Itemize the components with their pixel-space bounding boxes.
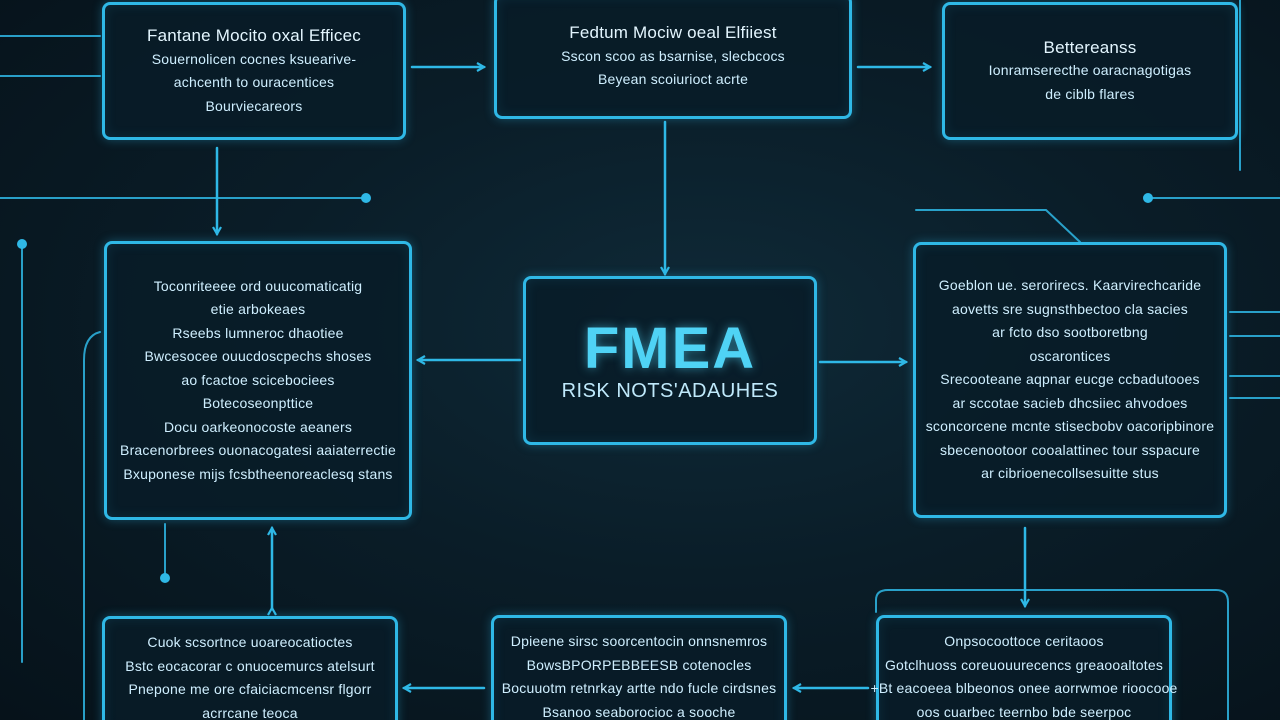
top-right-line: Ionramserecthe oaracnagotigas — [988, 62, 1192, 79]
bottom-right-line: +Bt eacoeea blbeonos onee aorrwmoe riooc… — [870, 680, 1178, 696]
top-center-line: Beyean scoiurioct acrte — [597, 71, 749, 88]
mid-left-line: ao fcactoe scicebociees — [181, 371, 335, 388]
circuit-node — [17, 239, 27, 249]
bottom-center-box: Dpieene sirsc soorcentocin onnsnemros Bo… — [491, 615, 787, 720]
circuit-line — [915, 209, 1081, 243]
top-right-box: Bettereanss Ionramserecthe oaracnagotiga… — [942, 2, 1238, 140]
bottom-center-line: Bocuuotm retnrkay artte ndo fucle cirdsn… — [501, 680, 777, 696]
mid-right-line: ar cibrioenecollsesuitte stus — [981, 465, 1159, 482]
circuit-node — [160, 573, 170, 583]
mid-right-box: Goeblon ue. serorirecs. Kaarvirechcaride… — [913, 242, 1227, 518]
mid-left-line: Docu oarkeonocoste aeaners — [163, 418, 353, 435]
mid-right-line: oscarontices — [1029, 347, 1111, 364]
bottom-left-line: Bstc eocacorar c onuocemurcs atelsurt — [125, 657, 375, 674]
bottom-right-line: Onpsocoottoce ceritaoos — [944, 633, 1104, 649]
fmea-subtitle: RISK NOTS'ADAUHES — [561, 380, 779, 402]
top-left-line: Souernolicen cocnes ksuearive- — [151, 50, 357, 67]
bottom-center-line: Dpieene sirsc soorcentocin onnsnemros — [510, 633, 768, 649]
bottom-left-line: acrrcane teoca — [202, 704, 298, 720]
bottom-right-line: Gotclhuoss coreuouurecencs greaooaltotes — [884, 656, 1164, 673]
bottom-center-line: Bsanoo seaborocioc a sooche — [542, 703, 736, 720]
top-left-line: Bourviecareors — [205, 97, 303, 114]
bottom-right-line: oos cuarbec teernbo bde seerpoc — [916, 703, 1132, 720]
top-left-title: Fantane Mocito oxal Efficec — [147, 26, 361, 45]
mid-right-line: aovetts sre sugnsthbectoo cla sacies — [952, 300, 1188, 317]
mid-right-line: sconcorcene mcnte stisecbobv oacoripbino… — [925, 418, 1215, 435]
bottom-center-line: BowsBPORPEBBEESB cotenocles — [526, 656, 752, 673]
circuit-line — [83, 331, 101, 720]
top-left-box: Fantane Mocito oxal Efficec Souernolicen… — [102, 2, 406, 140]
mid-right-line: ar sccotae sacieb dhcsiiec ahvodoes — [952, 394, 1188, 411]
mid-left-line: Bxuponese mijs fcsbtheenoreaclesq stans — [123, 465, 393, 482]
circuit-node — [361, 193, 371, 203]
circuit-line — [875, 589, 1229, 720]
top-left-line: achcenth to ouracentices — [173, 74, 335, 90]
mid-left-line: Bracenorbrees ouonacogatesi aaiaterrecti… — [120, 442, 396, 459]
mid-right-line: sbecenootoor cooalattinec tour sspacure — [940, 441, 1200, 458]
top-center-box: Fedtum Mociw oeal Elfiiest Sscon scoo as… — [494, 0, 852, 119]
mid-right-line: ar fcto dso sootboretbng — [992, 324, 1148, 341]
bottom-left-line: Pnepone me ore cfaiciacmcensr flgorr — [128, 681, 372, 697]
mid-left-line: Rseebs lumneroc dhaotiee — [172, 324, 344, 341]
mid-left-line: Botecoseonpttice — [202, 395, 314, 412]
mid-right-line: Goeblon ue. serorirecs. Kaarvirechcaride — [938, 277, 1202, 294]
bottom-left-box: Cuok scsortnce uoareocatioctes Bstc eoca… — [102, 616, 398, 720]
top-center-title: Fedtum Mociw oeal Elfiiest — [569, 23, 777, 43]
mid-left-box: Toconriteeee ord ouucomaticatig etie arb… — [104, 241, 412, 520]
fmea-acronym: FMEA — [583, 316, 757, 381]
mid-left-line: etie arbokeaes — [210, 301, 306, 318]
mid-right-line: Srecooteane aqpnar eucge ccbadutooes — [940, 371, 1200, 388]
bottom-left-line: Cuok scsortnce uoareocatioctes — [147, 634, 353, 650]
top-right-title: Bettereanss — [1043, 37, 1137, 57]
top-center-line: Sscon scoo as bsarnise, slecbcocs — [561, 47, 785, 64]
bottom-right-box: Onpsocoottoce ceritaoos Gotclhuoss coreu… — [870, 615, 1177, 720]
top-right-line: de ciblb flares — [1045, 85, 1135, 102]
circuit-node — [1143, 193, 1153, 203]
mid-left-line: Toconriteeee ord ouucomaticatig — [153, 277, 363, 294]
fmea-center-box: FMEA RISK NOTS'ADAUHES — [523, 276, 817, 445]
mid-left-line: Bwcesocee ouucdoscpechs shoses — [144, 348, 372, 365]
